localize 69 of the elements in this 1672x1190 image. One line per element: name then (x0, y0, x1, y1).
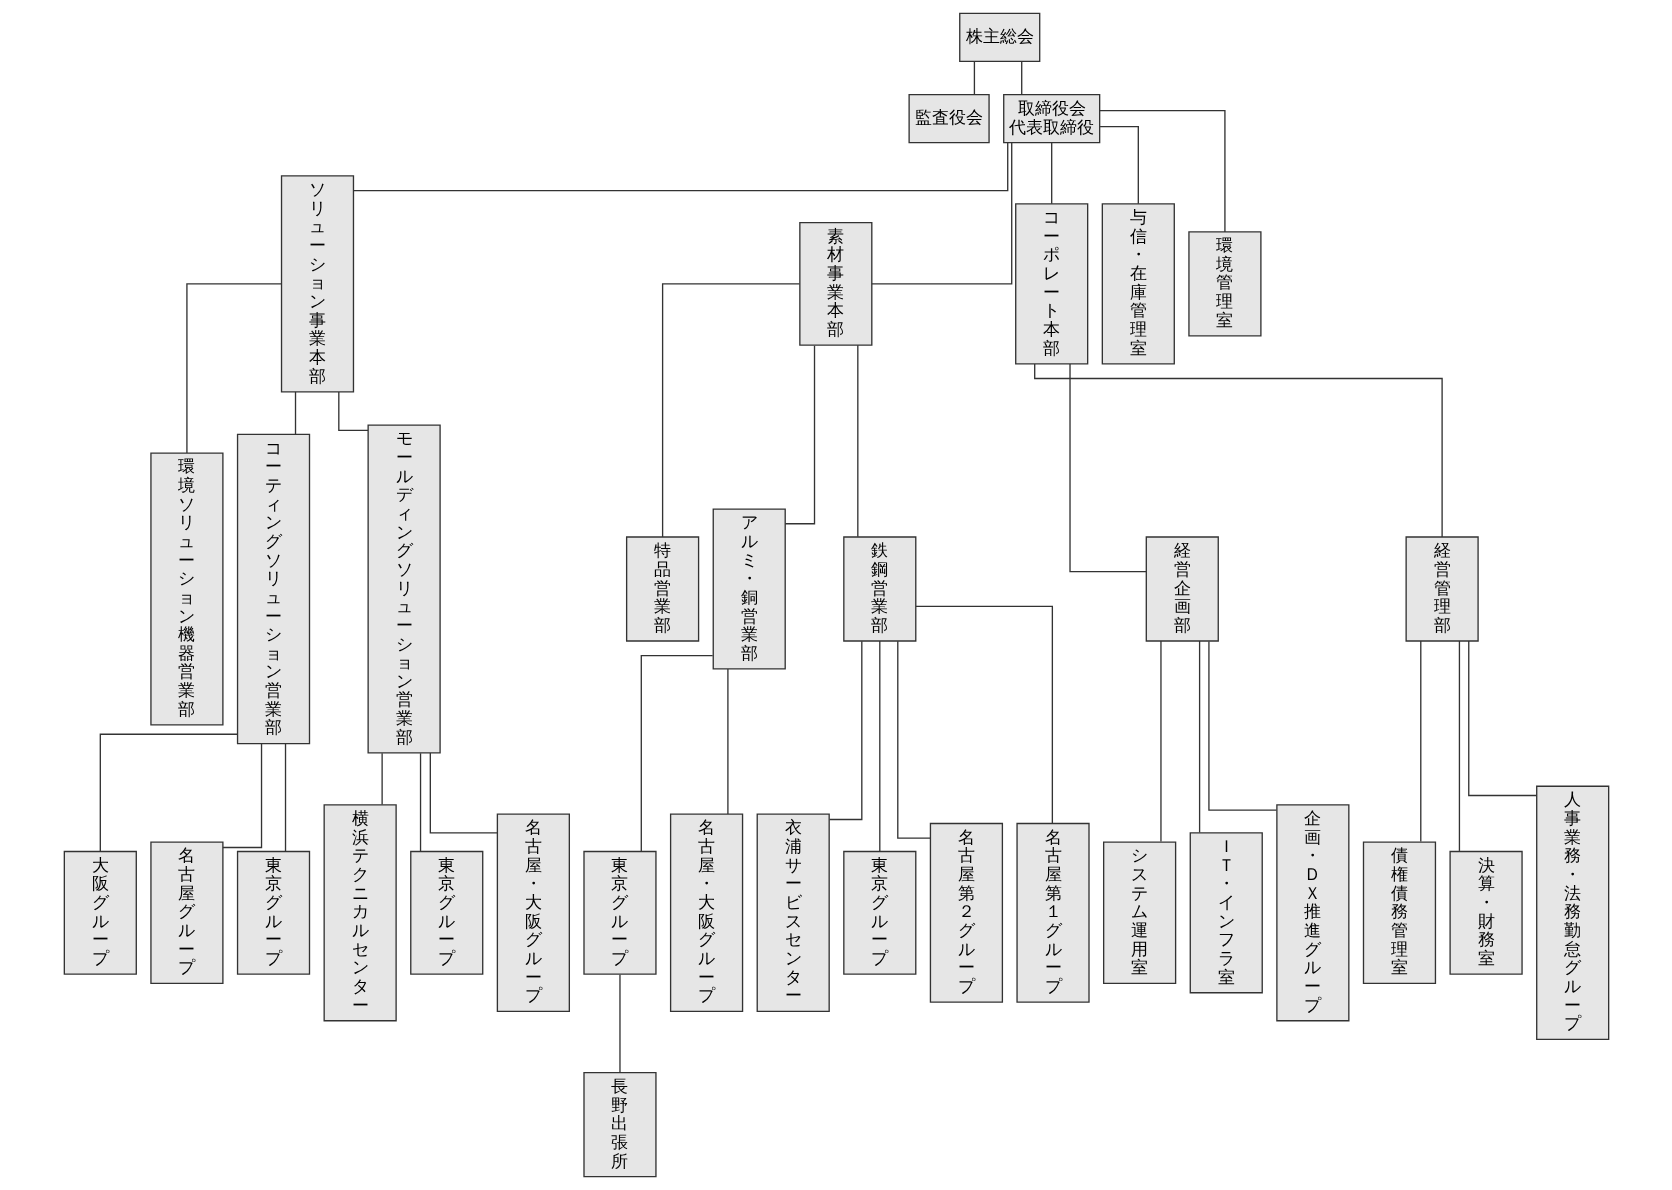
node-box: 名古屋第２グループ (929, 822, 1003, 1003)
connector (1098, 109, 1226, 233)
connector (828, 640, 862, 821)
node-box: 決算・財務室 (1448, 850, 1523, 975)
connector (661, 283, 800, 538)
connector (1050, 142, 1052, 205)
connector (856, 344, 858, 538)
node-box: システム運用室 (1102, 841, 1176, 985)
node-box: 衣浦サービスセンター (756, 813, 830, 1013)
connector (352, 142, 1008, 192)
node-box: 東京グループ (409, 850, 483, 975)
connector (1159, 640, 1162, 843)
connector (1020, 61, 1022, 95)
node-box: 人事業務・法務勤怠グループ (1535, 785, 1609, 1041)
node-box: 名古屋第１グループ (1015, 822, 1090, 1003)
node-box: 企画・ＤＸ推進グループ (1275, 804, 1349, 1022)
connector (337, 391, 369, 432)
node-box: ＩＴ・インフラ室 (1189, 832, 1263, 994)
connector (1033, 363, 1443, 538)
connector (380, 752, 383, 806)
node-box: 横浜テクニカルセンター (323, 804, 397, 1022)
node-box: 名古屋・大阪グループ (496, 813, 570, 1013)
connector (419, 752, 421, 853)
connector (185, 283, 282, 454)
node-box: 東京グループ (842, 850, 916, 975)
connector (221, 743, 262, 849)
connector (878, 640, 880, 852)
node-box: 株主総会 (958, 12, 1040, 62)
connector (618, 974, 621, 1074)
connector (1419, 640, 1421, 843)
node-box: 素材事業本部 (798, 221, 872, 346)
connector (896, 640, 931, 839)
node-box: 与信・在庫管理室 (1101, 203, 1175, 365)
node-box: ソリューション事業本部 (280, 175, 354, 393)
node-box: 監査役会 (907, 94, 990, 144)
node-box: 環境管理室 (1187, 231, 1262, 337)
connector (726, 668, 729, 815)
node-box: 特品営業部 (625, 536, 699, 642)
node-box: 鉄鋼営業部 (842, 536, 916, 642)
node-box: 東京グループ (582, 850, 657, 975)
node-box: 名古屋グループ (149, 841, 224, 985)
connector (914, 605, 1053, 824)
node-box: アルミ・銅営業部 (712, 508, 786, 670)
connector (1458, 640, 1460, 852)
node-box: 大阪グループ (63, 850, 137, 975)
node-box: 長野出張所 (582, 1072, 657, 1178)
node-box: 経営管理部 (1404, 536, 1479, 642)
connector (784, 344, 815, 525)
connector (870, 142, 1012, 285)
connector (1098, 125, 1139, 205)
connector (99, 733, 238, 852)
connector (1207, 640, 1277, 811)
node-box: コーポレート本部 (1014, 203, 1088, 365)
connector (973, 61, 975, 95)
node-box: モールディングソリューション営業部 (366, 424, 441, 754)
node-box: 東京グループ (236, 850, 310, 975)
connector (1467, 640, 1537, 797)
connector (429, 752, 498, 834)
connector (1198, 640, 1200, 834)
node-box: コーティングソリューション営業部 (236, 433, 310, 745)
connector (284, 743, 286, 853)
node-box: 取締役会 代表取締役 (1002, 94, 1100, 144)
node-box: 名古屋・大阪グループ (669, 813, 743, 1013)
node-box: 経営企画部 (1145, 536, 1219, 642)
connector (294, 391, 296, 435)
node-box: 債権債務管理室 (1362, 841, 1436, 985)
connector (1068, 363, 1147, 573)
node-box: 環境ソリューション機器営業部 (149, 452, 224, 726)
connector (640, 654, 713, 852)
